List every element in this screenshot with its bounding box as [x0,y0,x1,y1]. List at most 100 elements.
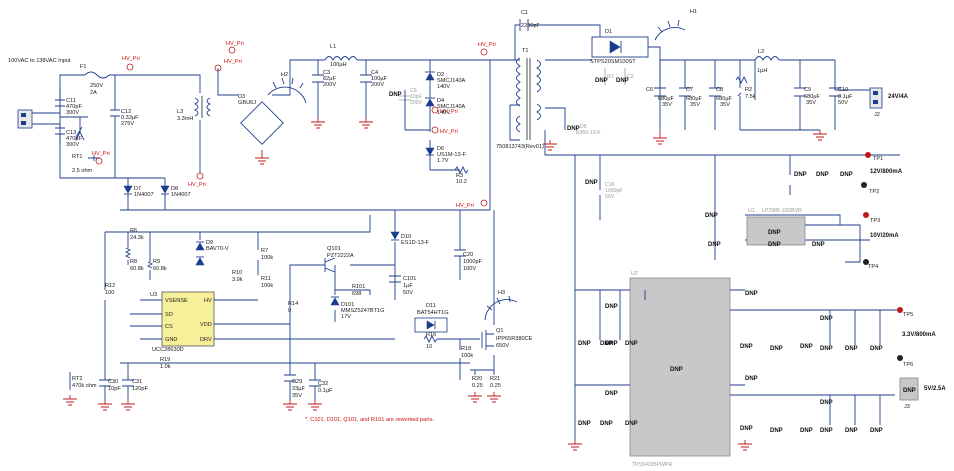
svg-text:10.2: 10.2 [456,179,467,185]
svg-text:DNP: DNP [595,78,608,84]
svg-text:0.25: 0.25 [472,383,483,389]
svg-text:DNP: DNP [705,213,718,219]
svg-text:60.8k: 60.8k [153,266,167,272]
svg-text:R20: R20 [472,376,482,382]
svg-text:DNP: DNP [605,391,618,397]
svg-text:C13: C13 [66,130,76,136]
svg-text:24.3k: 24.3k [130,235,144,241]
svg-text:TP6: TP6 [903,362,913,368]
svg-text:D4: D4 [437,98,444,104]
svg-text:3.3V/800mA: 3.3V/800mA [902,332,936,338]
svg-text:R11: R11 [261,276,271,282]
svg-text:60.8k: 60.8k [130,266,144,272]
svg-text:DNP: DNP [745,291,758,297]
svg-text:D7: D7 [134,186,141,192]
svg-text:0.1µF: 0.1µF [838,94,853,100]
svg-text:10pF: 10pF [108,386,121,392]
svg-text:35V: 35V [720,102,730,108]
svg-text:C7: C7 [686,87,693,93]
svg-text:GND: GND [165,337,177,343]
svg-text:2A: 2A [90,90,97,96]
svg-text:680µF: 680µF [804,94,821,100]
svg-text:HV_Pri: HV_Pri [224,59,242,65]
svg-text:DNP: DNP [820,346,833,352]
heatsink-h1: H1 [654,9,697,41]
svg-text:H2: H2 [281,72,288,78]
reworked-parts-note: *. C101, D101, Q101, and R101 are rework… [305,417,434,423]
svg-text:Q1: Q1 [496,328,503,334]
heatsink-h3: H3 [484,290,518,321]
svg-text:C4: C4 [371,70,378,76]
svg-text:1.7V: 1.7V [437,158,449,164]
test-point-tp1: TP1 12V/800mA [789,152,903,195]
svg-text:B360-13-F: B360-13-F [576,130,601,136]
svg-text:DNP: DNP [903,388,916,394]
svg-text:DNP: DNP [605,304,618,310]
svg-text:BAT54HT1G: BAT54HT1G [417,310,449,316]
svg-text:HV_Pri: HV_Pri [440,109,458,115]
test-point-tp2: TP2 [861,182,879,195]
svg-text:L1: L1 [330,44,336,50]
svg-text:R14: R14 [288,301,298,307]
svg-text:T1: T1 [522,48,529,54]
svg-text:R10: R10 [232,270,242,276]
bridge-d3: D3 GBU6J [238,94,284,145]
svg-text:HV_Pri: HV_Pri [188,182,206,188]
svg-text:470k ohm: 470k ohm [72,383,97,389]
svg-text:C31: C31 [132,379,142,385]
svg-text:R16: R16 [426,332,436,338]
hv-pri-marker: HV_Pri HV_Pri HV_Pri HV_Pri HV_Pri HV_Pr… [92,41,496,209]
svg-text:H1: H1 [690,9,697,15]
svg-text:D8: D8 [171,186,178,192]
svg-text:DNP: DNP [845,346,858,352]
svg-text:C3: C3 [323,70,330,76]
input-label: 100VAC to 138VAC Input [8,58,71,64]
svg-text:200V: 200V [323,82,336,88]
svg-text:TP4: TP4 [868,264,878,270]
output-connector-j2: J2 24V/4A [869,87,909,118]
svg-text:LP2985-10DBVR: LP2985-10DBVR [762,208,802,214]
svg-text:R2: R2 [745,87,752,93]
svg-text:680µF: 680µF [658,96,675,102]
svg-text:200V: 200V [410,100,423,106]
svg-text:SMCJ140A: SMCJ140A [437,104,466,110]
svg-text:1.0k: 1.0k [160,364,171,370]
buck-converter-u2: DNP U2 TPS54295PWPR [629,271,731,468]
svg-text:C2: C2 [627,74,634,80]
svg-text:DNP: DNP [812,242,825,248]
svg-text:DNP: DNP [770,346,783,352]
svg-text:TP2: TP2 [869,189,879,195]
svg-text:R18: R18 [461,346,471,352]
svg-text:C12: C12 [121,109,131,115]
test-point-tp3: TP3 10V/20mA [863,212,899,239]
svg-text:1000pF: 1000pF [605,188,623,194]
svg-text:C9: C9 [804,87,811,93]
svg-text:50V: 50V [403,290,413,296]
svg-text:D9: D9 [206,240,213,246]
svg-text:DNP: DNP [625,341,638,347]
svg-text:DNP: DNP [578,341,591,347]
svg-text:750813743(Rev01): 750813743(Rev01) [496,144,544,150]
svg-text:SMCJ140A: SMCJ140A [437,78,466,84]
svg-text:1µF: 1µF [403,283,413,289]
svg-text:140V: 140V [437,110,450,116]
svg-text:R19: R19 [160,357,170,363]
svg-text:DNP: DNP [625,421,638,427]
inductor-l3: L3 3.3mH [177,96,212,122]
svg-text:3.9k: 3.9k [232,277,243,283]
svg-text:R1: R1 [607,74,614,80]
svg-text:DNP: DNP [870,346,883,352]
svg-text:DNP: DNP [745,376,758,382]
svg-text:U3: U3 [150,292,157,298]
svg-text:470pF: 470pF [66,136,82,142]
svg-text:C16: C16 [605,182,615,188]
svg-text:35V: 35V [662,102,672,108]
svg-text:DNP: DNP [820,428,833,434]
svg-text:120pF: 120pF [132,386,148,392]
svg-text:D101: D101 [341,302,354,308]
svg-text:698: 698 [352,291,361,297]
svg-text:R8: R8 [130,259,137,265]
fuse-f1: F1 250V 2A [80,64,110,96]
svg-text:BAV70-V: BAV70-V [206,246,229,252]
